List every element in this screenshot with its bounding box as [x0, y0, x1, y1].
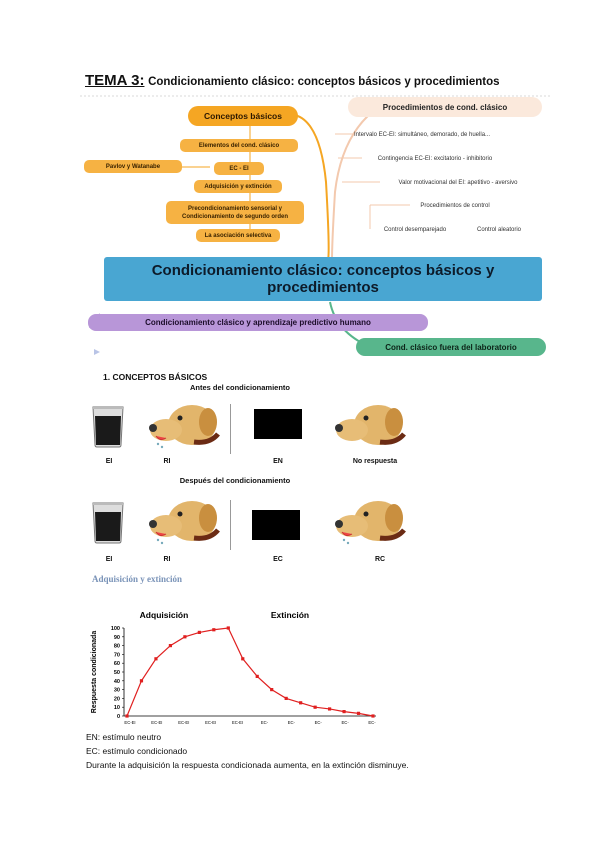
x-tick-label: EC-EI [178, 720, 189, 725]
node-intervalo[interactable]: Intervalo EC-EI: simultáneo, demorado, d… [353, 131, 491, 138]
divider-after [230, 500, 231, 550]
section-heading: 1. CONCEPTOS BÁSICOS [103, 372, 208, 382]
y-tick-label: 40 [114, 679, 120, 685]
data-point [299, 701, 303, 705]
phase-label-extincion: Extinción [271, 610, 309, 620]
node-pavlov[interactable]: Pavlov y Watanabe [84, 160, 182, 173]
data-point [125, 714, 129, 718]
mind-map-connectors [80, 95, 550, 355]
data-point [226, 626, 230, 630]
node-precondicionamiento[interactable]: Precondicionamiento sensorial y Condicio… [166, 201, 304, 224]
y-axis-label: Respuesta condicionada [91, 631, 98, 714]
node-adquisicion[interactable]: Adquisición y extinción [194, 180, 282, 193]
y-tick-label: 90 [114, 635, 120, 641]
data-point [183, 635, 187, 639]
label-ei-after: EI [105, 556, 113, 563]
x-tick-label: EC-EI [151, 720, 162, 725]
data-point [255, 674, 259, 678]
node-control-aleatorio[interactable]: Control aleatorio [476, 226, 522, 233]
dog-salivating-icon [149, 405, 220, 449]
phase-label-adquisicion: Adquisición [140, 610, 189, 620]
series-line [126, 627, 374, 717]
beaker-icon [92, 406, 124, 448]
title-subtitle: Condicionamiento clásico: conceptos bási… [148, 76, 500, 88]
node-valor-motivacional[interactable]: Valor motivacional del EI: apetitivo - a… [398, 179, 518, 186]
node-elementos[interactable]: Elementos del cond. clásico [180, 139, 298, 152]
caption-after: Después del condicionamiento [179, 476, 291, 485]
x-tick-label: EC- [368, 720, 376, 725]
caption-before: Antes del condicionamiento [189, 383, 290, 392]
x-tick-label: EC- [342, 720, 350, 725]
data-point [356, 711, 361, 715]
x-tick-label: EC- [288, 720, 296, 725]
node-procedimientos-control[interactable]: Procedimientos de control [420, 202, 490, 209]
beaker-icon [92, 502, 124, 544]
y-tick-label: 30 [114, 688, 120, 694]
x-tick-label: EC- [261, 720, 269, 725]
y-tick-label: 60 [114, 661, 120, 667]
node-precond-line2: Condicionamiento de segundo orden [181, 213, 288, 220]
x-tick-label: EC- [315, 720, 323, 725]
data-point [139, 679, 144, 683]
data-point [371, 714, 375, 718]
conditioned-stimulus-box [252, 510, 300, 540]
node-fuera-laboratorio[interactable]: Cond. clásico fuera del laboratorio [356, 338, 546, 356]
label-ri-after: RI [163, 556, 171, 563]
document-title: TEMA 3: Condicionamiento clásico: concep… [85, 72, 500, 89]
data-point [270, 688, 274, 692]
label-rc: RC [374, 556, 386, 563]
label-ri-before: RI [163, 458, 171, 465]
node-aprendizaje-predictivo[interactable]: Condicionamiento clásico y aprendizaje p… [88, 314, 428, 331]
node-precond-line1: Precondicionamiento sensorial y [187, 205, 283, 212]
title-tema: TEMA 3: [85, 72, 145, 89]
label-ec: EC [273, 556, 283, 563]
x-tick-label: EC-EI [205, 720, 216, 725]
data-point [327, 707, 332, 711]
node-conceptos-basicos[interactable]: Conceptos básicos [188, 106, 298, 126]
data-point [241, 657, 245, 661]
node-procedimientos[interactable]: Procedimientos de cond. clásico [348, 97, 542, 117]
node-control-desemparejado[interactable]: Control desemparejado [383, 226, 447, 233]
x-tick-label: EC-EI [124, 720, 135, 725]
data-point [168, 644, 173, 648]
y-tick-label: 50 [114, 670, 120, 676]
data-point [342, 710, 346, 714]
node-contingencia[interactable]: Contingencia EC-EI: excitatorio - inhibi… [377, 155, 493, 162]
acquisition-title: Adquisición y extinción [92, 574, 183, 584]
note-ec: EC: estímulo condicionado [86, 746, 188, 756]
central-line1: Condicionamiento clásico: conceptos bási… [151, 262, 495, 279]
y-tick-label: 70 [114, 652, 120, 658]
data-point [284, 696, 288, 700]
central-line2: procedimientos [267, 279, 379, 296]
x-tick-label: EC-EI [232, 720, 243, 725]
y-tick-label: 10 [114, 705, 120, 711]
node-ec-ei[interactable]: EC - EI [214, 162, 264, 175]
note-summary: Durante la adquisición la respuesta cond… [86, 760, 409, 770]
data-point [313, 705, 317, 709]
divider-before [230, 404, 231, 454]
y-tick-label: 0 [117, 714, 120, 720]
data-point [197, 630, 201, 634]
y-tick-label: 100 [111, 626, 120, 632]
y-tick-label: 80 [114, 644, 120, 650]
label-no-respuesta: No respuesta [352, 458, 398, 465]
note-en: EN: estímulo neutro [86, 732, 162, 742]
data-point [212, 628, 216, 632]
label-en: EN [273, 458, 283, 465]
mind-map: Conceptos básicos Elementos del cond. cl… [80, 92, 550, 362]
node-central[interactable]: Condicionamiento clásico: conceptos bási… [104, 257, 542, 301]
neutral-stimulus-box [254, 409, 302, 439]
y-tick-label: 20 [114, 696, 120, 702]
label-ei-before: EI [105, 458, 113, 465]
dog-neutral-icon [335, 405, 406, 445]
node-asociacion-selectiva[interactable]: La asociación selectiva [196, 229, 280, 242]
data-point [154, 657, 158, 661]
dog-salivating-icon [149, 501, 220, 545]
dog-salivating-icon [335, 501, 406, 545]
